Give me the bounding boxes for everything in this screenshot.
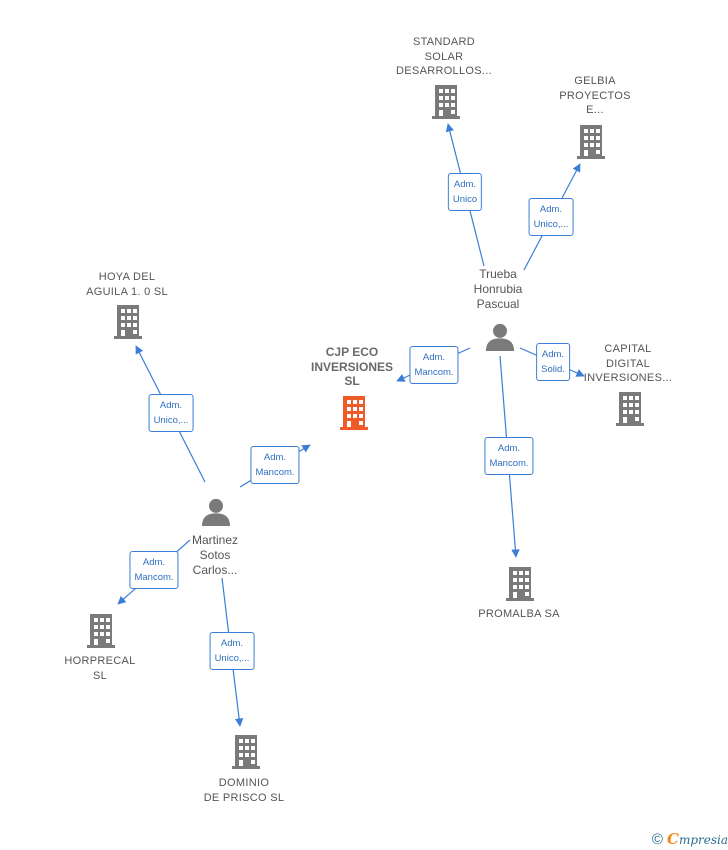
node-label-trueba[interactable]: Trueba Honrubia Pascual [473,267,523,311]
empresia-logo[interactable]: Cmpresia [666,830,728,848]
building-icon-cjp[interactable] [340,396,368,430]
copyright-symbol: © [651,830,663,848]
node-label-dominio[interactable]: DOMINIO DE PRISCO SL [203,777,285,804]
building-icon-hoya[interactable] [114,305,142,339]
building-icon-promalba[interactable] [506,567,534,601]
node-label-promalba[interactable]: PROMALBA SA [478,608,560,620]
building-icon-dominio[interactable] [232,735,260,769]
edge-label-martinez-to-cjp[interactable]: Adm. Mancom. [250,446,300,484]
node-label-capital[interactable]: CAPITAL DIGITAL INVERSIONES... [583,343,673,384]
footer-brand: © Cmpresia [652,830,728,848]
building-icon-capital[interactable] [616,392,644,426]
node-label-gelbia[interactable]: GELBIA PROYECTOS E... [559,75,631,116]
node-label-standard[interactable]: STANDARD SOLAR DESARROLLOS... [396,36,492,77]
edge-label-martinez-to-hoya[interactable]: Adm. Unico,... [148,394,194,432]
node-label-cjp[interactable]: CJP ECO INVERSIONES SL [310,345,394,388]
edge-label-martinez-to-horprecal[interactable]: Adm. Mancom. [129,551,179,589]
node-label-hoya[interactable]: HOYA DEL AGUILA 1. 0 SL [86,271,168,298]
person-icon-trueba[interactable] [486,323,514,351]
edge-label-martinez-to-dominio[interactable]: Adm. Unico,... [209,632,255,670]
building-icon-horprecal[interactable] [87,614,115,648]
edge-label-trueba-to-gelbia[interactable]: Adm. Unico,... [528,198,574,236]
person-icon-martinez[interactable] [202,498,230,526]
node-label-horprecal[interactable]: HORPRECAL SL [64,655,136,682]
edge-label-trueba-to-cjp[interactable]: Adm. Mancom. [409,346,459,384]
building-icon-standard[interactable] [432,85,460,119]
building-icon-gelbia[interactable] [577,125,605,159]
edge-label-trueba-to-promalba[interactable]: Adm. Mancom. [484,437,534,475]
edge-label-trueba-to-standard[interactable]: Adm. Unico [447,173,483,211]
node-label-martinez[interactable]: Martinez Sotos Carlos... [191,533,239,577]
edge-label-trueba-to-capital[interactable]: Adm. Solid. [536,343,570,381]
